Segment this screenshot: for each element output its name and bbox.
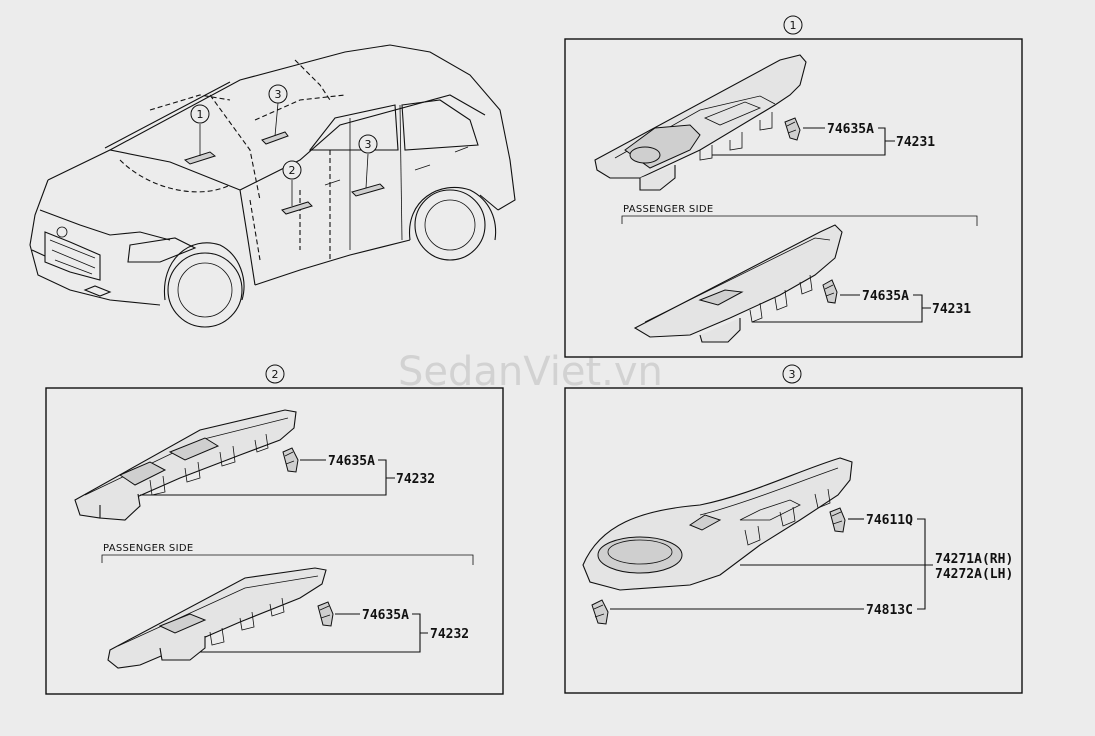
car-callout-1[interactable] <box>190 104 210 124</box>
car-callout-1-text: 1 <box>197 108 204 121</box>
section-2-callout-text: 2 <box>272 368 279 381</box>
section-3-panel-rh-part-number: 74271A(RH) <box>935 552 1013 567</box>
section-3-callout-text: 3 <box>789 368 796 381</box>
section-3-upper-clip[interactable] <box>829 507 846 533</box>
section-1-lower-clip[interactable] <box>822 279 838 304</box>
section-2-lower-clip[interactable] <box>317 601 334 627</box>
section-2-passenger-side-label: PASSENGER SIDE <box>103 543 193 554</box>
section-1-callout-text: 1 <box>790 19 797 32</box>
section-2-lower-switch-base[interactable] <box>107 567 327 669</box>
section-1-lower-assy-part-number: 74231 <box>932 302 971 317</box>
section-1-lower-clip-part-number: 74635A <box>862 289 909 304</box>
car-callout-3b-text: 3 <box>365 138 372 151</box>
section-2-panel <box>45 387 504 695</box>
section-3-upper-clip-part-number: 74611Q <box>866 513 913 528</box>
section-2-lower-assy-part-number: 74232 <box>430 627 469 642</box>
section-3-armrest-panel[interactable] <box>582 457 853 591</box>
section-3-lower-clip-part-number: 74813C <box>866 603 913 618</box>
vehicle-illustration <box>29 44 516 328</box>
car-callout-3a-text: 3 <box>275 88 282 101</box>
section-1-upper-switch-base[interactable] <box>594 54 807 191</box>
section-2-lower-clip-part-number: 74635A <box>362 608 409 623</box>
section-1-panel <box>564 38 1023 358</box>
section-1-upper-clip[interactable] <box>784 117 801 141</box>
section-1-upper-assy-part-number: 74231 <box>896 135 935 150</box>
car-callout-2[interactable] <box>282 160 302 180</box>
section-1-callout[interactable] <box>783 15 803 35</box>
section-3-panel <box>564 387 1023 694</box>
section-2-callout[interactable] <box>265 364 285 384</box>
section-3-panel-lh-part-number: 74272A(LH) <box>935 567 1013 582</box>
car-callout-3a[interactable] <box>268 84 288 104</box>
section-1-lower-switch-base[interactable] <box>633 224 843 343</box>
section-2-upper-clip[interactable] <box>282 447 299 473</box>
car-callout-3b[interactable] <box>358 134 378 154</box>
section-3-lower-clip[interactable] <box>591 599 609 625</box>
section-3-callout[interactable] <box>782 364 802 384</box>
section-1-passenger-side-label: PASSENGER SIDE <box>623 204 713 215</box>
section-2-upper-assy-part-number: 74232 <box>396 472 435 487</box>
section-2-upper-clip-part-number: 74635A <box>328 454 375 469</box>
car-callout-2-text: 2 <box>289 164 296 177</box>
section-2-upper-switch-base[interactable] <box>74 409 297 521</box>
section-1-upper-clip-part-number: 74635A <box>827 122 874 137</box>
